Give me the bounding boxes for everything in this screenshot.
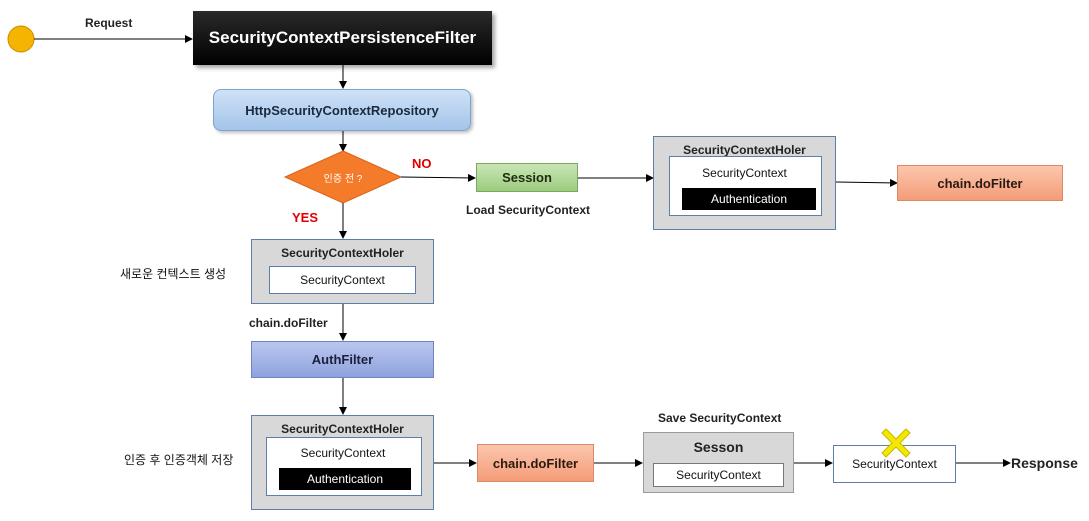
holder-bottom-context: SecurityContext	[300, 446, 386, 460]
save-auth-label: 인증 후 인증객체 저장	[124, 453, 234, 467]
holder-top-title: SecurityContextHoler	[683, 143, 806, 157]
chain-label: chain.doFilter	[249, 316, 328, 330]
arrow-holder-to-chain	[835, 178, 898, 187]
cross-mark-icon	[881, 428, 911, 458]
decision-label: 인증 전 ?	[323, 173, 363, 185]
holder-bottom-inner: SecurityContext Authentication	[266, 437, 422, 496]
holder-top-auth: Authentication	[682, 188, 816, 210]
cleared-context-box: SecurityContext	[833, 445, 956, 483]
sesson-context: SecurityContext	[653, 463, 784, 487]
persistence-filter-box: SecurityContextPersistenceFilter	[193, 11, 492, 65]
load-context-label: Load SecurityContext	[466, 203, 591, 217]
yes-label: YES	[292, 210, 319, 225]
holder-mid: SecurityContextHoler SecurityContext	[251, 239, 434, 304]
repository-box: HttpSecurityContextRepository	[213, 89, 471, 131]
auth-filter-box: AuthFilter	[251, 341, 434, 378]
save-context-label: Save SecurityContext	[658, 411, 782, 425]
holder-bottom: SecurityContextHoler SecurityContext Aut…	[251, 415, 434, 510]
request-label: Request	[85, 16, 133, 30]
sesson-title: Sesson	[693, 439, 744, 455]
chain-top-box: chain.doFilter	[897, 165, 1063, 201]
holder-mid-context: SecurityContext	[269, 266, 416, 294]
no-label: NO	[412, 156, 432, 171]
arrow-no	[400, 173, 476, 182]
holder-top-context: SecurityContext	[702, 166, 787, 180]
holder-bottom-auth: Authentication	[279, 468, 411, 490]
session-box: Session	[476, 163, 578, 192]
response-label: Response	[1011, 455, 1078, 471]
holder-mid-title: SecurityContextHoler	[281, 246, 404, 260]
holder-top-inner: SecurityContext Authentication	[669, 156, 822, 216]
chain-bottom-box: chain.doFilter	[477, 444, 594, 482]
new-context-label: 새로운 컨텍스트 생성	[120, 267, 227, 281]
start-node	[7, 25, 35, 53]
sesson-box: Sesson SecurityContext	[643, 432, 794, 493]
holder-top: SecurityContextHoler SecurityContext Aut…	[653, 136, 836, 230]
holder-bottom-title: SecurityContextHoler	[281, 422, 404, 436]
